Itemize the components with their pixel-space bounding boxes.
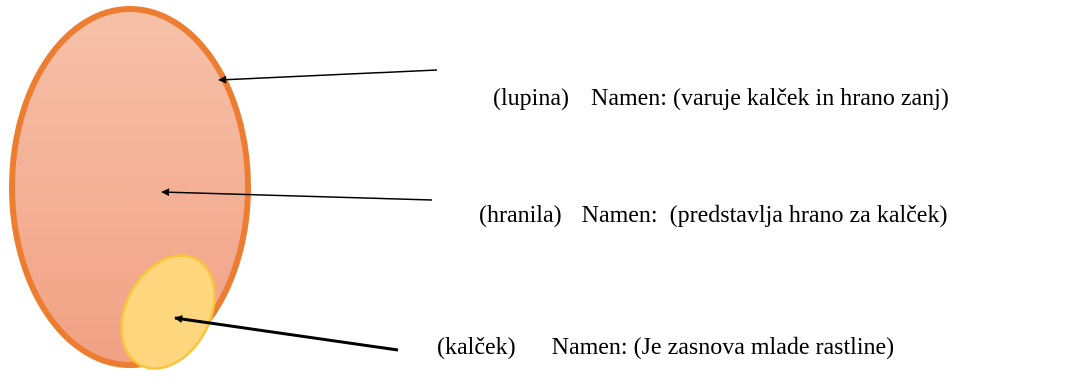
label-lupina-part: (lupina) <box>493 85 569 111</box>
label-lupina-purpose: Namen: (varuje kalček in hrano zanj) <box>590 85 949 111</box>
label-kalcek-purpose: Namen: (Je zasnova mlade rastline) <box>551 334 895 360</box>
label-kalcek-part: (kalček) <box>437 334 516 360</box>
seed-diagram: (lupina) Namen: (varuje kalček in hrano z… <box>9 6 949 370</box>
label-hranila-part: (hranila) <box>479 202 562 228</box>
arrow-lupina <box>218 69 438 84</box>
arrow-kalcek <box>174 315 399 352</box>
label-hranila: (hranila) Namen: (predstavlja hrano za ka… <box>455 179 947 251</box>
label-hranila-purpose: Namen: (predstavlja hrano za kalček) <box>581 202 948 228</box>
embryo-shape <box>120 254 216 370</box>
seed-illustration <box>9 6 438 370</box>
label-kalcek: (kalček) Namen: (Je zasnova mlade rastlin… <box>413 311 894 383</box>
arrow-hranila <box>161 188 433 201</box>
label-lupina: (lupina) Namen: (varuje kalček in hrano z… <box>469 62 949 134</box>
